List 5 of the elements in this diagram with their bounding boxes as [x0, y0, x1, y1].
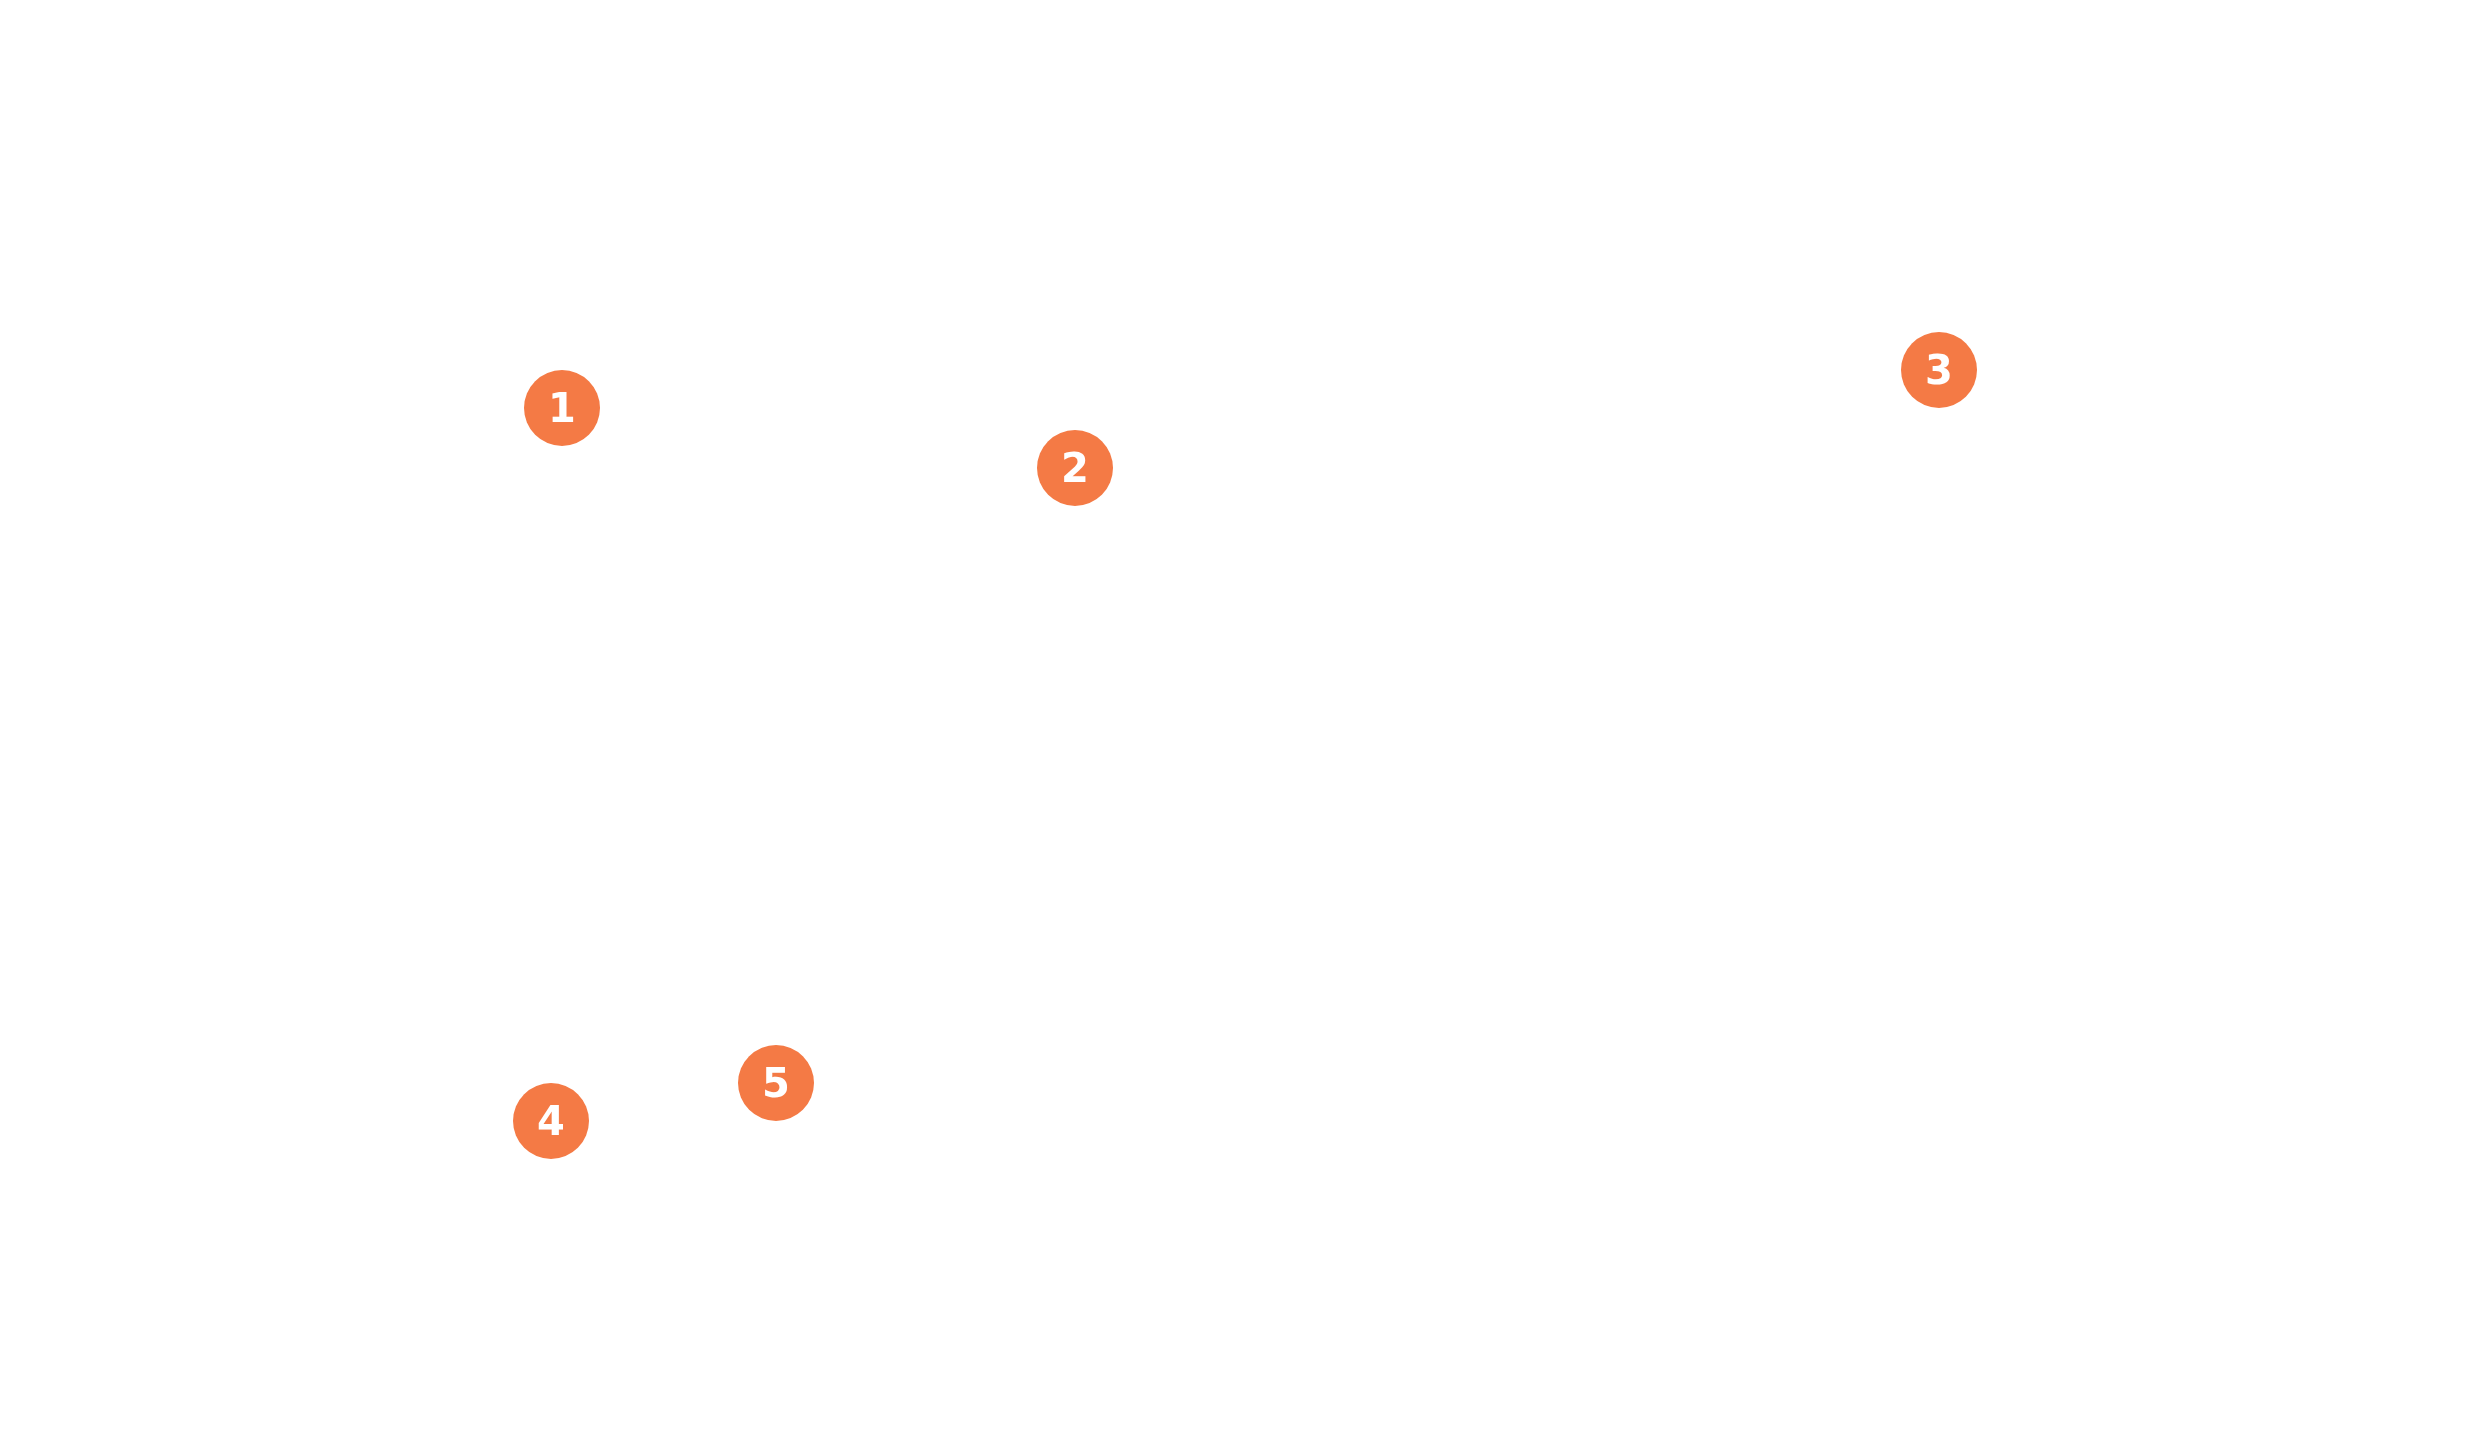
- callout-number: 2: [1037, 430, 1113, 506]
- callout-number: 5: [738, 1045, 814, 1121]
- callout-number: 3: [1901, 332, 1977, 408]
- callout-number: 1: [524, 370, 600, 446]
- callout-number: 4: [513, 1083, 589, 1159]
